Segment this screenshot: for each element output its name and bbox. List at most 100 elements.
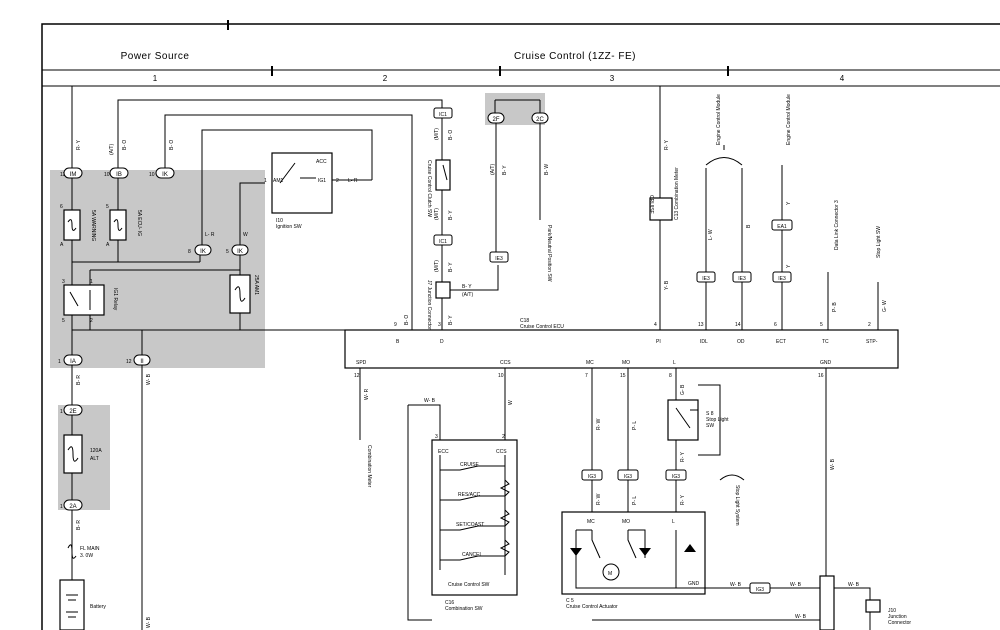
svg-text:2A: 2A	[69, 504, 76, 510]
svg-text:A: A	[106, 242, 110, 248]
svg-text:IG3: IG3	[624, 474, 632, 480]
svg-text:R- Y: R- Y	[680, 451, 686, 462]
connector-2c: 2C	[531, 112, 549, 124]
svg-text:Engine Control Module: Engine Control Module	[716, 94, 722, 145]
svg-text:10: 10	[149, 172, 155, 178]
connector-ii: II	[133, 354, 151, 366]
svg-text:2: 2	[868, 322, 871, 328]
svg-text:IE3: IE3	[495, 256, 503, 262]
svg-text:CCS: CCS	[496, 449, 507, 455]
svg-text:15: 15	[620, 373, 626, 379]
svg-text:PI: PI	[656, 339, 661, 345]
cruise-indicator	[649, 197, 673, 221]
svg-text:16: 16	[818, 373, 824, 379]
svg-text:SPD: SPD	[356, 360, 367, 366]
svg-text:OD: OD	[737, 339, 745, 345]
svg-text:W- B: W- B	[790, 582, 802, 588]
svg-text:Cruise Control ECU: Cruise Control ECU	[520, 324, 564, 330]
svg-text:8: 8	[188, 249, 191, 255]
connector-ie3-ect: IE3	[772, 271, 792, 283]
svg-text:IDL: IDL	[700, 339, 708, 345]
connector-im: IM	[63, 167, 83, 179]
svg-text:CRUISE: CRUISE	[460, 462, 480, 468]
svg-text:Junction: Junction	[888, 614, 907, 620]
column-number: 2	[383, 74, 388, 83]
diode-icon	[639, 548, 651, 556]
svg-text:L: L	[673, 360, 676, 366]
connector-ik: IK	[155, 167, 175, 179]
svg-text:B- O: B- O	[169, 140, 175, 150]
connector-ig3-mo: IG3	[617, 469, 639, 481]
svg-text:(A/T): (A/T)	[490, 164, 496, 175]
svg-text:W- B: W- B	[830, 458, 836, 470]
connector-ia: IA	[63, 354, 83, 366]
stop-light-switch	[667, 399, 699, 441]
svg-text:Y: Y	[786, 201, 792, 205]
svg-text:G- W: G- W	[882, 300, 888, 312]
svg-text:2E: 2E	[69, 409, 76, 415]
svg-text:2: 2	[336, 178, 339, 184]
svg-text:R- Y: R- Y	[664, 139, 670, 150]
svg-text:10: 10	[104, 172, 110, 178]
svg-text:Stop Light System: Stop Light System	[734, 485, 740, 526]
svg-text:W: W	[243, 232, 248, 238]
svg-text:IG3: IG3	[756, 587, 764, 593]
svg-text:B- O: B- O	[448, 130, 454, 140]
svg-text:W- B: W- B	[146, 616, 152, 628]
svg-text:MO: MO	[622, 519, 630, 525]
svg-text:C18: C18	[520, 318, 529, 324]
svg-text:B- Y: B- Y	[448, 262, 454, 272]
svg-text:G- B: G- B	[680, 384, 686, 395]
svg-text:S 8: S 8	[706, 411, 714, 417]
svg-text:Engine Control Module: Engine Control Module	[786, 94, 792, 145]
ecu-bottom-pins: SPD 12 CCS 10 MC 7 MO 15 L 8 GND 16	[354, 360, 832, 379]
ignition-switch	[271, 152, 333, 214]
svg-text:3: 3	[435, 434, 438, 440]
svg-text:W- B: W- B	[848, 582, 860, 588]
svg-text:IK: IK	[200, 249, 206, 255]
connector-2a: 2A	[63, 499, 83, 511]
connector-ig3-mc: IG3	[581, 469, 603, 481]
svg-text:IG3: IG3	[672, 474, 680, 480]
svg-text:IE3: IE3	[738, 276, 746, 282]
svg-text:C16: C16	[445, 600, 454, 606]
svg-text:B- O: B- O	[404, 315, 410, 325]
junction-j10-end	[865, 599, 881, 613]
svg-text:TC: TC	[822, 339, 829, 345]
svg-text:1: 1	[90, 279, 93, 285]
svg-text:GND: GND	[820, 360, 832, 366]
motor-icon	[602, 563, 620, 581]
svg-text:ACC: ACC	[316, 159, 327, 165]
svg-text:4: 4	[654, 322, 657, 328]
svg-text:CANCEL: CANCEL	[462, 552, 483, 558]
svg-text:120A: 120A	[90, 448, 102, 454]
svg-text:SW: SW	[706, 423, 714, 429]
svg-text:IA: IA	[70, 359, 76, 365]
column-number: 4	[840, 74, 845, 83]
connector-ea1: EA1	[771, 219, 793, 231]
svg-text:ECT: ECT	[776, 339, 786, 345]
svg-text:9: 9	[394, 322, 397, 328]
connector-ig3-l: IG3	[665, 469, 687, 481]
svg-text:2F: 2F	[492, 117, 499, 123]
svg-text:FL MAIN: FL MAIN	[80, 546, 100, 552]
cruise-clutch-switch	[435, 159, 451, 191]
svg-text:B: B	[746, 224, 752, 228]
svg-text:L: L	[672, 519, 675, 525]
svg-text:R- Y: R- Y	[76, 139, 82, 150]
svg-text:ALT: ALT	[90, 456, 99, 462]
svg-text:Stop Light: Stop Light	[706, 417, 729, 423]
svg-text:CCS: CCS	[500, 360, 511, 366]
svg-text:IE3: IE3	[778, 276, 786, 282]
svg-text:J7 Junction Connector: J7 Junction Connector	[426, 280, 432, 330]
connector-ic1-bottom: IC1	[433, 234, 453, 246]
svg-text:25A AM1: 25A AM1	[253, 275, 259, 295]
connector-ik-8: IK	[194, 244, 212, 256]
diode-icon	[684, 544, 696, 552]
svg-text:Park/Neutral Position SW: Park/Neutral Position SW	[546, 225, 552, 282]
svg-text:1: 1	[264, 178, 267, 184]
ig1-relay	[63, 284, 105, 316]
column-number: 1	[153, 74, 158, 83]
svg-text:B- Y: B- Y	[448, 210, 454, 220]
svg-text:5: 5	[106, 204, 109, 210]
